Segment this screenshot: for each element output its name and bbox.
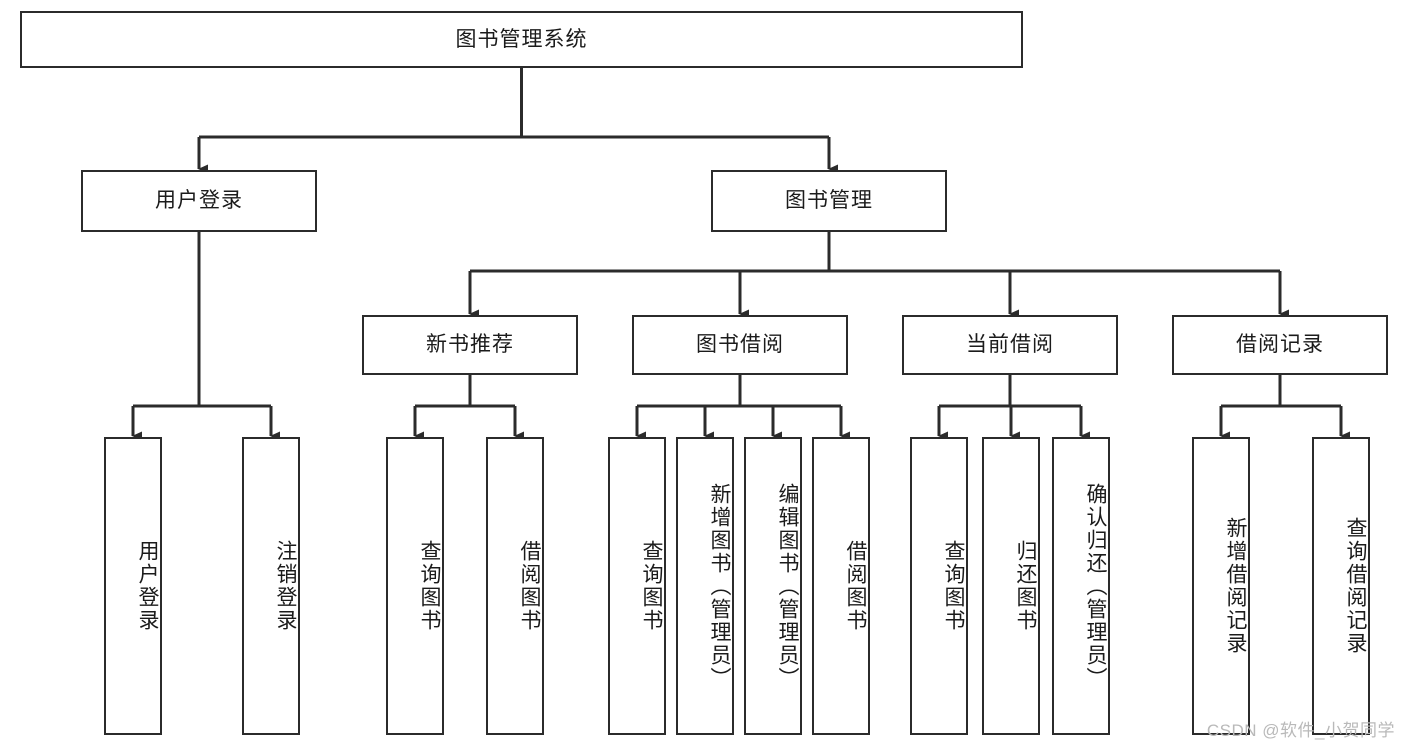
node-label: 借阅记录 [1236, 333, 1324, 357]
node-label: 当前借阅 [966, 333, 1054, 357]
node-leaf-rec-1[interactable]: 新增借阅记录 [1192, 437, 1250, 735]
node-label: 查询图书 [942, 540, 965, 632]
node-label: 查询图书 [640, 540, 663, 632]
node-label: 查询图书 [418, 540, 441, 632]
node-leaf-rec-2[interactable]: 查询借阅记录 [1312, 437, 1370, 735]
node-records[interactable]: 借阅记录 [1172, 315, 1388, 375]
node-label: 编辑图书（管理员） [776, 482, 799, 690]
node-leaf-new-1[interactable]: 查询图书 [386, 437, 444, 735]
node-leaf-borrow-3[interactable]: 编辑图书（管理员） [744, 437, 802, 735]
node-label: 用户登录 [155, 189, 243, 213]
node-leaf-cur-1[interactable]: 查询图书 [910, 437, 968, 735]
node-label: 归还图书 [1014, 540, 1037, 632]
node-newbook[interactable]: 新书推荐 [362, 315, 578, 375]
node-borrow[interactable]: 图书借阅 [632, 315, 848, 375]
node-label: 注销登录 [274, 540, 297, 632]
node-leaf-borrow-1[interactable]: 查询图书 [608, 437, 666, 735]
node-label: 借阅图书 [844, 540, 867, 632]
node-leaf-borrow-4[interactable]: 借阅图书 [812, 437, 870, 735]
node-label: 新增借阅记录 [1224, 517, 1247, 655]
node-label: 用户登录 [136, 540, 159, 632]
node-leaf-login-1[interactable]: 用户登录 [104, 437, 162, 735]
node-label: 图书借阅 [696, 333, 784, 357]
node-label: 新增图书（管理员） [708, 482, 731, 690]
node-leaf-new-2[interactable]: 借阅图书 [486, 437, 544, 735]
node-label: 查询借阅记录 [1344, 517, 1367, 655]
edge-group [131, 68, 1350, 441]
node-bookmgmt[interactable]: 图书管理 [711, 170, 947, 232]
node-leaf-cur-2[interactable]: 归还图书 [982, 437, 1040, 735]
node-root[interactable]: 图书管理系统 [20, 11, 1023, 68]
node-label: 新书推荐 [426, 333, 514, 357]
node-login[interactable]: 用户登录 [81, 170, 317, 232]
node-label: 借阅图书 [518, 540, 541, 632]
node-label: 确认归还（管理员） [1084, 482, 1107, 690]
node-label: 图书管理系统 [455, 27, 588, 51]
node-leaf-login-2[interactable]: 注销登录 [242, 437, 300, 735]
node-current[interactable]: 当前借阅 [902, 315, 1118, 375]
node-leaf-borrow-2[interactable]: 新增图书（管理员） [676, 437, 734, 735]
node-label: 图书管理 [785, 189, 873, 213]
node-leaf-cur-3[interactable]: 确认归还（管理员） [1052, 437, 1110, 735]
